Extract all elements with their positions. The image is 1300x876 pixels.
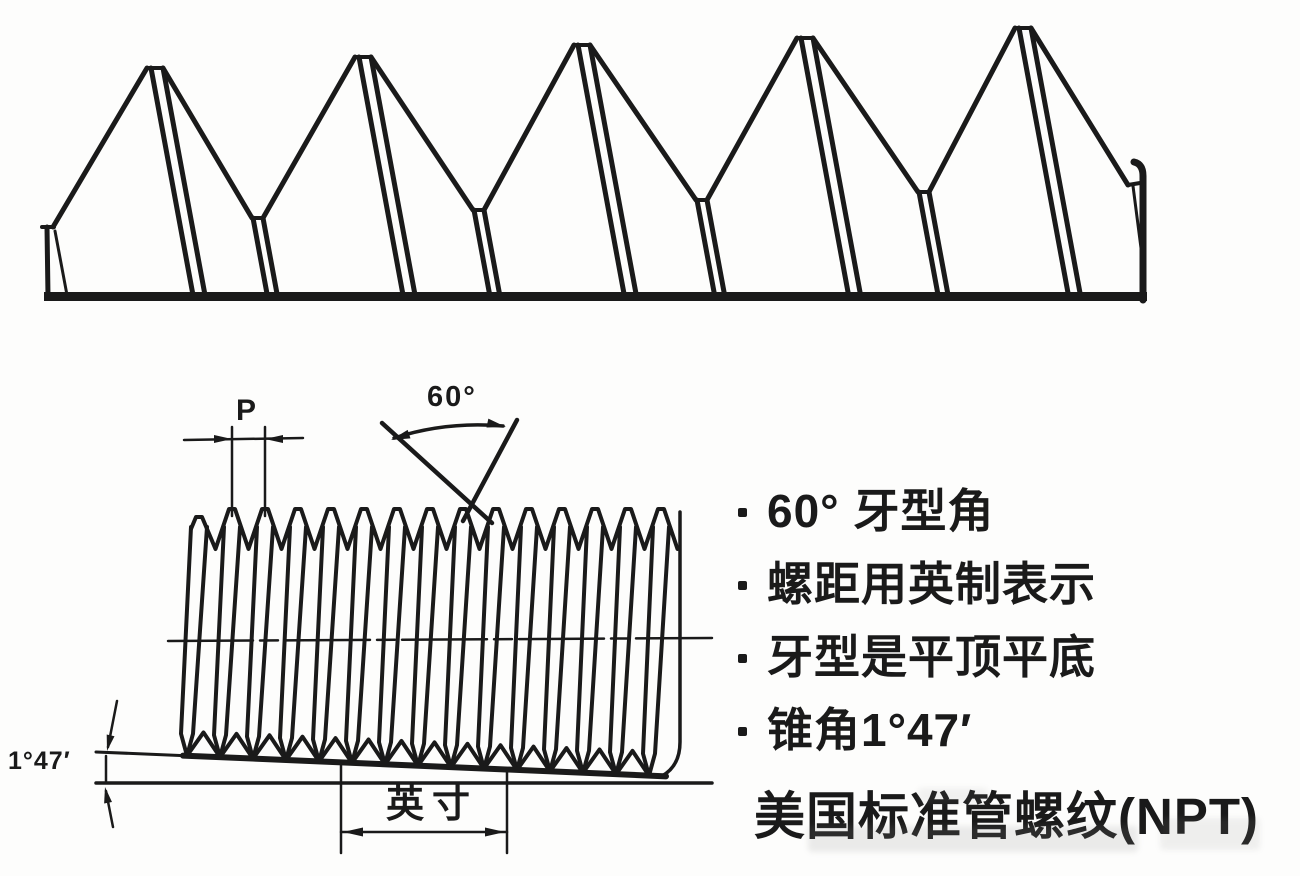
list-item: 60° 牙型角 — [738, 482, 1096, 537]
bullet-dot-icon — [738, 507, 747, 517]
list-item: 牙型是平顶平底 — [738, 628, 1096, 683]
taper-angle-label: 1°47′ — [8, 747, 71, 775]
tapered-thread-drawing — [94, 507, 714, 785]
list-item: 锥角1°47′ — [738, 701, 1096, 756]
bullet-dot-icon — [738, 653, 747, 663]
thread-profile-drawing — [40, 25, 1147, 304]
annotation-text: 牙型是平顶平底 — [767, 631, 1096, 683]
inch-dimension-label: 英寸 — [386, 784, 479, 826]
list-item: 螺距用英制表示 — [738, 555, 1096, 610]
annotation-list: 60° 牙型角 螺距用英制表示 牙型是平顶平底 锥角1°47′ — [738, 482, 1096, 774]
thread-angle-label: 60° — [427, 381, 477, 413]
annotation-text: 60° 牙型角 — [767, 485, 995, 537]
annotation-text: 锥角1°47′ — [767, 704, 973, 756]
dimension-lines — [104, 417, 520, 855]
page-title: 美国标准管螺纹(NPT) — [754, 788, 1259, 845]
bullet-dot-icon — [738, 726, 747, 736]
bullet-dot-icon — [738, 580, 747, 590]
annotation-text: 螺距用英制表示 — [767, 558, 1096, 610]
pitch-dimension-label: P — [236, 394, 257, 427]
